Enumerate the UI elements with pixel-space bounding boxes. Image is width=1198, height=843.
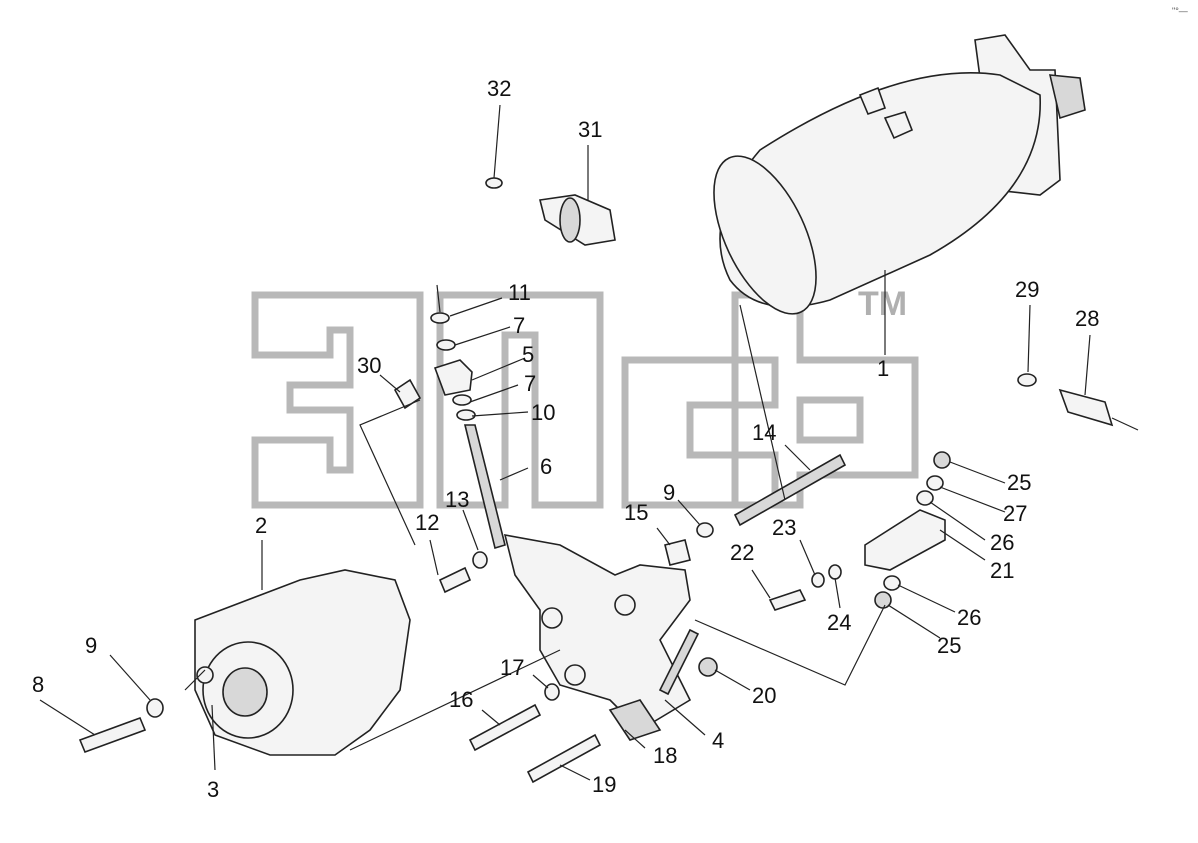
- callout-21: 21: [990, 558, 1014, 583]
- callout-28: 28: [1075, 306, 1099, 331]
- callout-8: 8: [32, 672, 44, 697]
- bolt-12: [438, 566, 472, 594]
- callout-31: 31: [578, 117, 602, 142]
- washer-7-upper: [436, 339, 456, 351]
- callout-18: 18: [653, 743, 677, 768]
- starter-motor: [713, 34, 1086, 315]
- callout-3: 3: [207, 777, 219, 802]
- callout-22: 22: [730, 540, 754, 565]
- callout-24: 24: [827, 610, 851, 635]
- sensor-31: [539, 194, 616, 246]
- callout-23: 23: [772, 515, 796, 540]
- callout-12: 12: [415, 510, 439, 535]
- washer-17: [544, 683, 560, 701]
- washer-13: [472, 551, 488, 569]
- corner-mark: "°—: [1172, 6, 1188, 16]
- watermark-trademark: TM: [858, 285, 907, 323]
- callout-7-lower: 7: [524, 371, 536, 396]
- bolt-19: [526, 733, 602, 784]
- bolt-14: [733, 453, 847, 527]
- callout-32: 32: [487, 76, 511, 101]
- callout-1: 1: [877, 356, 889, 381]
- callout-19: 19: [592, 772, 616, 797]
- adjusting-rod: [463, 424, 506, 550]
- callout-14: 14: [752, 420, 776, 445]
- washer-26-upper: [916, 490, 934, 506]
- washer-23: [811, 572, 825, 588]
- callout-17: 17: [500, 655, 524, 680]
- washer-11: [430, 312, 450, 324]
- callout-25-upper: 25: [1007, 470, 1031, 495]
- alternator: [194, 569, 411, 756]
- washer-10: [456, 409, 476, 421]
- sleeve-15: [664, 539, 691, 566]
- callout-11: 11: [508, 280, 531, 305]
- washer-27: [926, 475, 944, 491]
- washer-26-lower: [883, 575, 901, 591]
- sensor-28: [1058, 388, 1139, 431]
- callout-26-lower: 26: [957, 605, 981, 630]
- callout-25-lower: 25: [937, 633, 961, 658]
- nut-20: [698, 657, 718, 677]
- washer-7-lower: [452, 394, 472, 406]
- callout-15: 15: [624, 500, 648, 525]
- stud-4: [658, 628, 700, 696]
- callout-13: 13: [445, 487, 469, 512]
- bracket-21: [864, 509, 946, 571]
- washer-9-left: [146, 698, 164, 718]
- leader-lines: [39, 104, 1091, 781]
- clamp-block: [433, 359, 473, 396]
- mounting-bracket: [503, 533, 692, 732]
- callout-2: 2: [255, 513, 267, 538]
- callout-16: 16: [449, 687, 473, 712]
- callout-6: 6: [540, 454, 552, 479]
- washer-24: [828, 564, 842, 580]
- bolt-16: [468, 703, 542, 752]
- o-ring-32: [485, 177, 503, 189]
- watermark-logo: TM: [251, 285, 919, 509]
- callout-30: 30: [357, 353, 381, 378]
- callout-5: 5: [522, 342, 534, 367]
- callout-9-right: 9: [663, 480, 675, 505]
- sleeve-30: [393, 378, 422, 410]
- callout-9-left: 9: [85, 633, 97, 658]
- callout-20: 20: [752, 683, 776, 708]
- nut-18: [608, 699, 662, 741]
- washer-9-right: [696, 522, 714, 538]
- callout-4: 4: [712, 728, 724, 753]
- callout-29: 29: [1015, 277, 1039, 302]
- callouts: 1 2 3 4 5 6 7 7 8 9 9 10 11 12 13 14 15 …: [32, 76, 1099, 802]
- o-ring-29: [1017, 373, 1037, 387]
- nut-25-upper: [933, 451, 951, 469]
- callout-7-upper: 7: [513, 313, 525, 338]
- callout-27: 27: [1003, 501, 1027, 526]
- callout-26-upper: 26: [990, 530, 1014, 555]
- callout-10: 10: [531, 400, 555, 425]
- bolt-22: [768, 589, 807, 611]
- bolt-8: [78, 716, 147, 754]
